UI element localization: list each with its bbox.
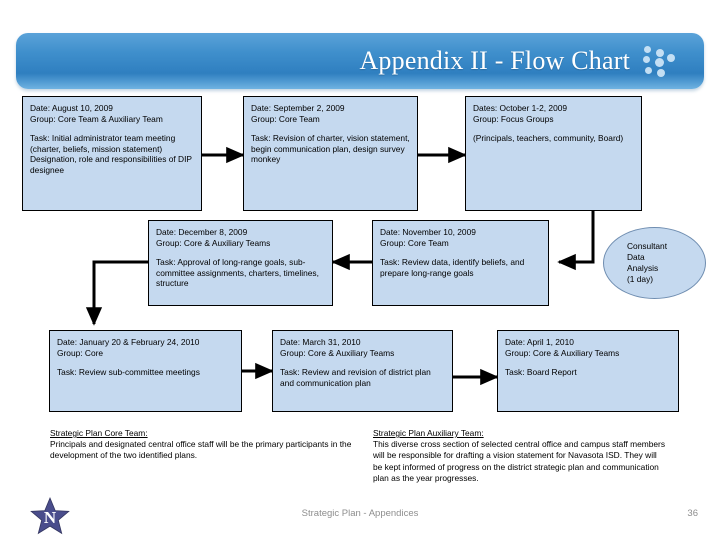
box-task: Task: Board Report bbox=[505, 367, 577, 378]
flow-box-apr-1-2010: Date: April 1, 2010 Group: Core & Auxili… bbox=[497, 330, 679, 412]
box-task: (Principals, teachers, community, Board) bbox=[473, 133, 624, 144]
decorative-dots-icon bbox=[640, 45, 682, 79]
box-date: Date: August 10, 2009 bbox=[30, 103, 113, 113]
box-task: Task: Initial administrator team meeting… bbox=[30, 133, 192, 175]
box-group: Group: Focus Groups bbox=[473, 113, 554, 124]
consultant-line-1: Consultant bbox=[627, 241, 668, 251]
flow-box-sep-2-2009: Date: September 2, 2009 Group: Core Team… bbox=[243, 96, 418, 211]
note-core-team: Strategic Plan Core Team: Principals and… bbox=[50, 428, 355, 462]
box-group: Group: Core & Auxiliary Teams bbox=[156, 237, 271, 248]
note-core-team-heading: Strategic Plan Core Team: bbox=[50, 428, 148, 438]
arrow-r1b3-to-r2b2 bbox=[557, 211, 595, 271]
arrow-r2b1-to-r3b1 bbox=[85, 260, 148, 326]
navasota-isd-star-logo-icon: N bbox=[30, 496, 70, 535]
note-core-team-body: Principals and designated central office… bbox=[50, 439, 352, 461]
page-title: Appendix II - Flow Chart bbox=[359, 46, 630, 75]
flow-box-dec-8-2009: Date: December 8, 2009 Group: Core & Aux… bbox=[148, 220, 333, 306]
note-auxiliary-team-body: This diverse cross section of selected c… bbox=[373, 439, 666, 483]
flow-box-nov-10-2009: Date: November 10, 2009 Group: Core Team… bbox=[372, 220, 549, 306]
box-date: Date: March 31, 2010 bbox=[280, 337, 361, 347]
box-task: Task: Review data, identify beliefs, and… bbox=[380, 257, 525, 278]
flow-box-oct-1-2-2009: Dates: October 1-2, 2009 Group: Focus Gr… bbox=[465, 96, 642, 211]
box-group: Group: Core Team bbox=[251, 113, 320, 124]
box-task: Task: Approval of long-range goals, sub-… bbox=[156, 257, 319, 289]
flow-box-aug-10-2009: Date: August 10, 2009 Group: Core Team &… bbox=[22, 96, 202, 211]
flow-box-jan-20-feb-24-2010: Date: January 20 & February 24, 2010 Gro… bbox=[49, 330, 242, 412]
footer-title: Strategic Plan - Appendices bbox=[301, 508, 419, 519]
box-date: Date: September 2, 2009 bbox=[251, 103, 345, 113]
flow-ellipse-consultant-data-analysis: Consultant Data Analysis (1 day) bbox=[603, 227, 706, 299]
note-auxiliary-team-heading: Strategic Plan Auxiliary Team: bbox=[373, 428, 484, 438]
note-auxiliary-team: Strategic Plan Auxiliary Team: This dive… bbox=[373, 428, 668, 484]
box-task: Task: Review and revision of district pl… bbox=[280, 367, 431, 388]
consultant-line-3: Analysis bbox=[627, 263, 659, 273]
svg-text:N: N bbox=[44, 508, 57, 527]
flow-box-mar-31-2010: Date: March 31, 2010 Group: Core & Auxil… bbox=[272, 330, 453, 412]
box-group: Group: Core & Auxiliary Teams bbox=[280, 347, 395, 358]
box-task: Task: Revision of charter, vision statem… bbox=[251, 133, 410, 165]
box-group: Group: Core Team & Auxiliary Team bbox=[30, 113, 163, 124]
consultant-line-2: Data bbox=[627, 252, 645, 262]
box-date: Date: April 1, 2010 bbox=[505, 337, 574, 347]
title-banner: Appendix II - Flow Chart bbox=[16, 33, 704, 89]
box-group: Group: Core & Auxiliary Teams bbox=[505, 347, 620, 358]
box-group: Group: Core Team bbox=[380, 237, 449, 248]
page-number: 36 bbox=[687, 508, 698, 519]
box-date: Dates: October 1-2, 2009 bbox=[473, 103, 568, 113]
box-date: Date: November 10, 2009 bbox=[380, 227, 476, 237]
box-task: Task: Review sub-committee meetings bbox=[57, 367, 200, 378]
consultant-line-4: (1 day) bbox=[627, 274, 654, 284]
box-date: Date: December 8, 2009 bbox=[156, 227, 248, 237]
box-group: Group: Core bbox=[57, 347, 104, 358]
box-date: Date: January 20 & February 24, 2010 bbox=[57, 337, 200, 347]
